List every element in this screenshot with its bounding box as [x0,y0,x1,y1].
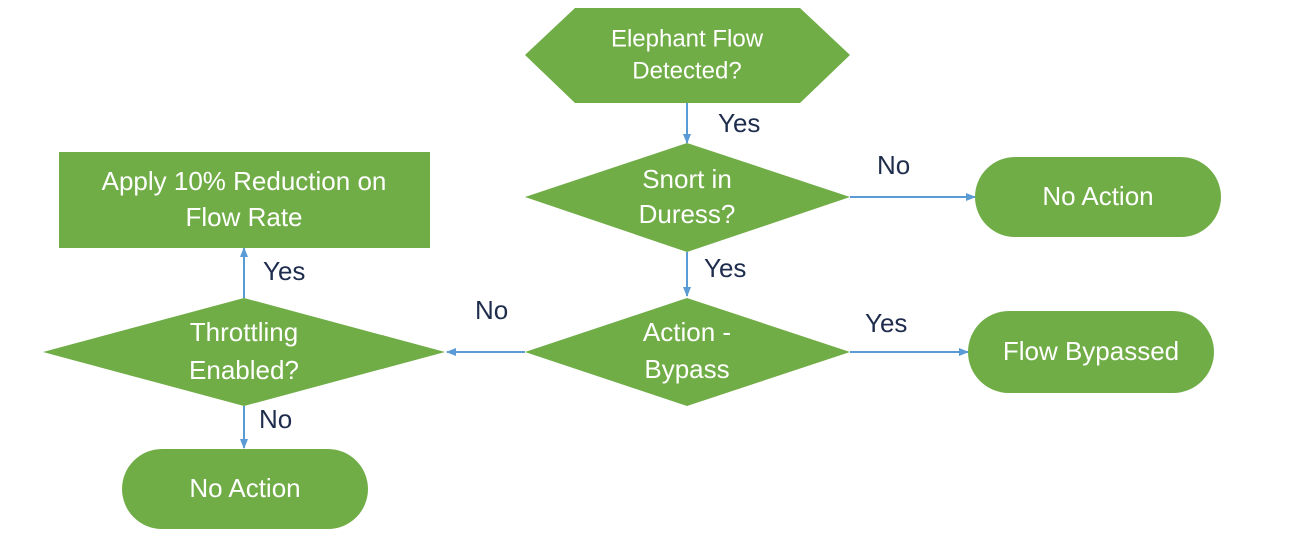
no-action-right-pill [975,157,1221,237]
apply-reduction-line2: Flow Rate [185,202,302,232]
node-elephant-flow-detected: Elephant Flow Detected? [525,8,850,103]
action-bypass-line1: Action - [643,317,731,347]
node-no-action-left: No Action [122,449,368,529]
node-action-bypass: Action - Bypass [525,298,850,406]
no-action-left-label: No Action [189,473,300,503]
no-action-left-pill [122,449,368,529]
snort-line2: Duress? [639,199,736,229]
throttling-diamond [43,298,445,406]
action-bypass-line2: Bypass [644,354,729,384]
edge-label-snort-yes: Yes [704,253,746,283]
throttling-line2: Enabled? [189,355,299,385]
edge-label-throttling-yes: Yes [263,256,305,286]
edge-label-snort-no: No [877,150,910,180]
node-flow-bypassed: Flow Bypassed [968,311,1214,393]
edge-label-bypass-yes: Yes [865,308,907,338]
elephant-flow-line2: Detected? [632,57,741,84]
node-apply-reduction: Apply 10% Reduction on Flow Rate [59,152,430,248]
no-action-right-label: No Action [1042,181,1153,211]
apply-reduction-line1: Apply 10% Reduction on [102,166,387,196]
node-no-action-right: No Action [975,157,1221,237]
snort-diamond [525,143,850,252]
flow-bypassed-pill [968,311,1214,393]
node-throttling-enabled: Throttling Enabled? [43,298,445,406]
elephant-flow-line1: Elephant Flow [611,25,764,52]
edge-labels: Yes No Yes Yes No Yes No [259,108,910,434]
throttling-line1: Throttling [190,317,298,347]
snort-line1: Snort in [642,164,732,194]
edges [240,103,976,449]
apply-reduction-rect [59,152,430,248]
edge-label-elephant-yes: Yes [718,108,760,138]
action-bypass-diamond [525,298,850,406]
edge-label-throttling-no: No [259,404,292,434]
elephant-flow-hexagon [525,8,850,103]
flow-bypassed-label: Flow Bypassed [1003,336,1179,366]
node-snort-in-duress: Snort in Duress? [525,143,850,252]
edge-label-bypass-no: No [475,295,508,325]
